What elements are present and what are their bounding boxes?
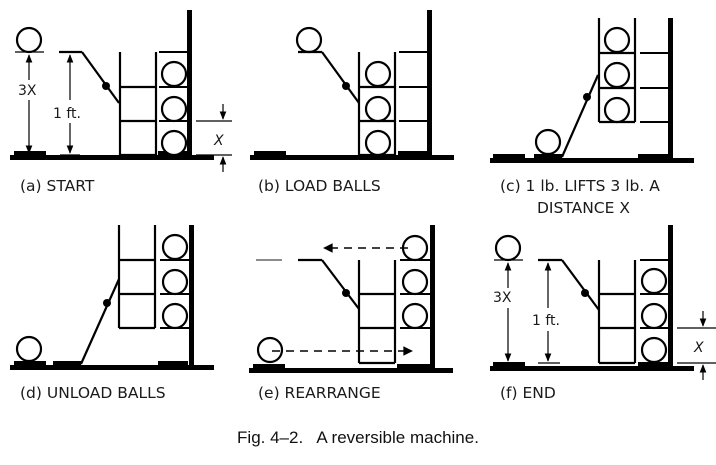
- ball-on-ground: [15, 335, 43, 363]
- panel-a-3x-label: 3X: [18, 83, 37, 99]
- caption-number: Fig. 4–2.: [237, 428, 304, 447]
- lever-pivot: [342, 289, 350, 297]
- ball: [640, 302, 668, 330]
- floor: [249, 368, 453, 373]
- ball: [161, 302, 189, 330]
- lever-pivot: [103, 299, 111, 307]
- panel-e-label: (e) REARRANGE: [258, 384, 381, 402]
- panel-a-label: (a) START: [20, 177, 95, 195]
- ball: [603, 61, 631, 89]
- floor: [490, 158, 694, 163]
- right-platform: [397, 364, 430, 369]
- elevator-cage: [357, 260, 397, 365]
- panel-f-3x-label: 3X: [493, 290, 512, 306]
- ball-on-ground: [256, 336, 284, 364]
- panel-f-1ft-label: 1 ft.: [532, 313, 560, 329]
- wall: [668, 225, 673, 371]
- lever-pivot: [581, 289, 589, 297]
- wall: [187, 10, 192, 160]
- ball: [160, 95, 188, 123]
- lever-pivot: [342, 82, 350, 90]
- left-platform: [254, 151, 286, 156]
- ball: [640, 267, 668, 295]
- ball-on-lever: [295, 26, 323, 54]
- ball: [160, 60, 188, 88]
- ball: [640, 336, 668, 364]
- left-platform: [253, 364, 285, 369]
- lever-arm: [81, 51, 120, 104]
- ball-at-height: [494, 234, 522, 262]
- right-platform: [398, 151, 428, 156]
- wall: [668, 18, 673, 163]
- panel-b-load-balls: [250, 10, 454, 160]
- right-platform: [158, 361, 188, 366]
- floor: [250, 155, 454, 160]
- lever-arm: [321, 259, 360, 310]
- elevator-cage: [597, 260, 637, 365]
- ball: [364, 60, 392, 88]
- ball: [161, 268, 189, 296]
- panel-c-lift: [490, 18, 694, 163]
- wall: [427, 10, 432, 160]
- panel-a-x-label: X: [213, 133, 224, 149]
- lever-arm: [561, 259, 600, 311]
- panel-b-label: (b) LOAD BALLS: [258, 177, 381, 195]
- caption-text: A reversible machine.: [316, 428, 479, 447]
- lever-foot-platform: [534, 154, 562, 159]
- right-platform: [638, 362, 668, 367]
- right-platform: [638, 154, 668, 159]
- ball: [603, 96, 631, 124]
- lever-pivot: [102, 82, 110, 90]
- floor: [10, 365, 214, 370]
- left-platform: [14, 151, 46, 156]
- panel-f-label: (f) END: [500, 384, 556, 402]
- lever-pivot: [583, 93, 591, 101]
- left-platform: [493, 154, 525, 159]
- ball: [401, 302, 429, 330]
- panel-a-1ft-label: 1 ft.: [53, 106, 81, 122]
- panel-e-rearrange: [249, 225, 453, 373]
- ball-on-ground: [534, 128, 562, 156]
- floor: [10, 155, 214, 160]
- left-platform: [14, 361, 46, 366]
- lever-arm: [321, 51, 360, 104]
- elevator-cage: [118, 52, 158, 157]
- lever-foot-platform: [53, 361, 81, 366]
- lever-arm: [560, 74, 600, 158]
- left-platform: [493, 362, 525, 367]
- wall: [430, 225, 435, 373]
- wall: [189, 225, 194, 370]
- ball: [401, 268, 429, 296]
- ball: [161, 233, 189, 261]
- panel-d-label: (d) UNLOAD BALLS: [20, 384, 166, 402]
- ball: [364, 129, 392, 157]
- ball: [160, 129, 188, 157]
- lever-arm: [79, 278, 121, 365]
- ball-at-height: [15, 26, 43, 54]
- panel-f-x-label: X: [693, 340, 704, 356]
- panel-c-label-line2: DISTANCE X: [537, 199, 630, 217]
- panel-a-start: [10, 10, 232, 172]
- ball: [364, 95, 392, 123]
- panel-c-label-line1: (c) 1 lb. LIFTS 3 lb. A: [500, 177, 660, 195]
- panel-f-end: [490, 225, 716, 380]
- panel-d-unload-balls: [10, 225, 214, 370]
- floor: [490, 366, 694, 371]
- ball: [603, 26, 631, 54]
- figure-caption: Fig. 4–2. A reversible machine.: [0, 428, 716, 448]
